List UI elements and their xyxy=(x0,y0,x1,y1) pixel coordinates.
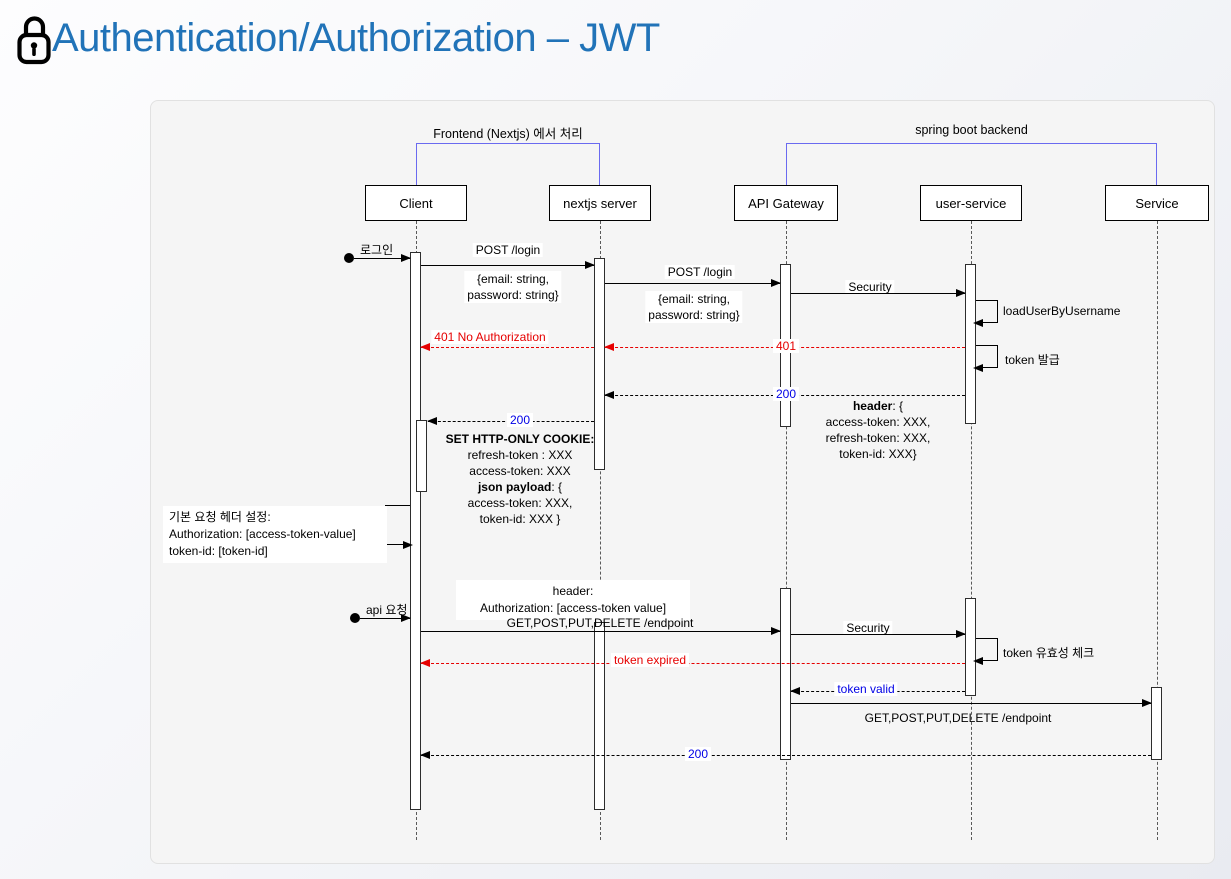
message-label-login-trigger: 로그인 xyxy=(360,243,394,257)
arrow-get-endpoint-1 xyxy=(421,627,781,635)
message-label-token-check: token 유효성 체크 xyxy=(1003,646,1095,660)
note-header-body: access-token: XXX, refresh-token: XXX, t… xyxy=(825,415,931,461)
note-header-rest: : { xyxy=(892,399,904,413)
message-label-401-no-auth: 401 No Authorization xyxy=(431,330,549,344)
group-label-frontend: Frontend (Nextjs) 에서 처리 xyxy=(433,127,583,141)
participant-user-service: user-service xyxy=(920,185,1022,221)
note-cookie-title: SET HTTP-ONLY COOKIE: xyxy=(445,432,595,446)
group-bracket-frontend xyxy=(416,143,600,185)
note-header-block: header: { access-token: XXX, refresh-tok… xyxy=(826,398,931,462)
arrow-get-endpoint-2 xyxy=(791,699,1152,707)
arrow-token-expired xyxy=(420,659,965,667)
start-dot-api-request xyxy=(350,613,360,623)
participant-client: Client xyxy=(365,185,467,221)
note-cookie-line2: access-token: XXX xyxy=(469,464,571,478)
arrow-api-trigger xyxy=(360,614,411,622)
note-login-body-2: {email: string, password: string} xyxy=(645,291,743,323)
activation-bar-client xyxy=(410,252,421,810)
message-label-200-backend: 200 xyxy=(772,387,800,401)
lock-icon xyxy=(16,14,52,71)
message-label-load-user: loadUserByUsername xyxy=(1003,304,1121,318)
arrow-401-no-auth xyxy=(420,343,594,351)
self-loop-set-default-header xyxy=(385,505,413,549)
participant-nextjs-server: nextjs server xyxy=(549,185,651,221)
message-label-security-1: Security xyxy=(845,280,895,294)
message-label-post-login-1: POST /login xyxy=(472,243,544,257)
note-cookie-json-rest: : { xyxy=(551,480,563,494)
arrow-post-login-2 xyxy=(605,279,781,287)
message-label-401: 401 xyxy=(772,339,800,353)
activation-bar-user-service-1 xyxy=(965,264,976,424)
activation-bar-gateway-2 xyxy=(780,588,791,760)
note-cookie-line1: refresh-token : XXX xyxy=(467,448,573,462)
arrow-login-trigger xyxy=(354,254,411,262)
arrow-security-2 xyxy=(791,630,966,638)
activation-bar-nextjs-2 xyxy=(594,622,605,810)
self-loop-load-user xyxy=(973,300,998,327)
message-label-200-to-client: 200 xyxy=(506,413,534,427)
message-label-token-valid: token valid xyxy=(834,682,898,696)
message-label-get-endpoint-1: GET,POST,PUT,DELETE /endpoint xyxy=(506,616,694,630)
note-cookie-line4: token-id: XXX } xyxy=(479,512,561,526)
lifeline-service xyxy=(1157,221,1158,840)
activation-bar-service xyxy=(1151,687,1162,760)
group-label-backend: spring boot backend xyxy=(915,123,1028,137)
arrow-post-login-1 xyxy=(421,261,595,269)
note-header-bold: header xyxy=(852,399,893,413)
message-label-token-issue: token 발급 xyxy=(1005,353,1060,367)
activation-bar-user-service-2 xyxy=(965,598,976,696)
arrow-200-final xyxy=(420,751,1151,759)
lifeline-api-gateway xyxy=(786,221,787,840)
note-cookie-line3: access-token: XXX, xyxy=(467,496,573,510)
note-login-body-1: {email: string, password: string} xyxy=(464,271,562,303)
activation-bar-nextjs-1 xyxy=(594,258,605,470)
self-loop-token-check xyxy=(973,638,998,665)
message-label-security-2: Security xyxy=(843,621,893,635)
page-title: Authentication/Authorization – JWT xyxy=(52,16,660,60)
note-default-header: 기본 요청 헤더 설정: Authorization: [access-toke… xyxy=(163,506,387,563)
participant-service: Service xyxy=(1105,185,1209,221)
participant-api-gateway: API Gateway xyxy=(734,185,838,221)
group-bracket-backend xyxy=(786,143,1157,185)
message-label-get-endpoint-2: GET,POST,PUT,DELETE /endpoint xyxy=(864,711,1052,725)
note-api-header: header: Authorization: [access-token val… xyxy=(456,580,690,620)
lifeline-nextjs-server xyxy=(600,221,601,840)
message-label-200-final: 200 xyxy=(684,747,712,761)
message-label-post-login-2: POST /login xyxy=(664,265,736,279)
message-label-api-trigger: api 요청 xyxy=(366,603,408,617)
message-label-token-expired: token expired xyxy=(610,653,690,667)
note-cookie-block: SET HTTP-ONLY COOKIE: refresh-token : XX… xyxy=(446,431,595,527)
activation-bar-client-nested xyxy=(416,420,427,492)
arrow-security-1 xyxy=(791,289,966,297)
note-cookie-json-bold: json payload xyxy=(477,480,552,494)
self-loop-token-issue xyxy=(973,345,998,372)
start-dot-login xyxy=(344,253,354,263)
lifeline-user-service xyxy=(971,221,972,840)
diagram-canvas xyxy=(150,100,1215,864)
